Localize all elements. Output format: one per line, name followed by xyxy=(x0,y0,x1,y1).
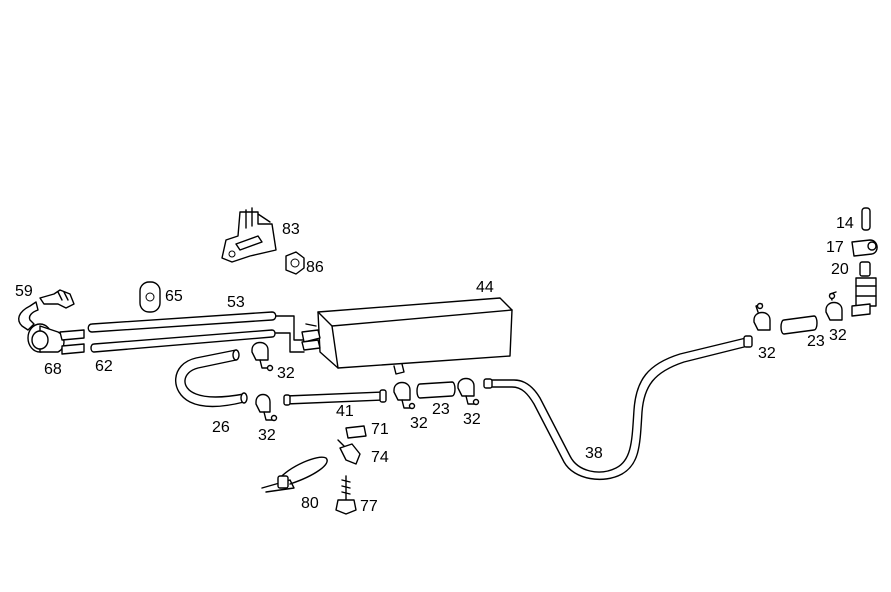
part-23-hose-b xyxy=(780,315,818,335)
part-32-clamp-f xyxy=(825,291,843,321)
part-labels: 14 17 20 23 23 26 32 32 32 32 32 32 38 4… xyxy=(15,215,854,515)
part-77-screw xyxy=(335,475,357,515)
label-44: 44 xyxy=(476,279,494,296)
label-32-a: 32 xyxy=(277,365,295,382)
part-32-clamp-c xyxy=(393,381,416,410)
part-32-clamp-d xyxy=(457,377,480,406)
part-80-cable-tie xyxy=(261,456,328,493)
part-14-pin xyxy=(861,207,871,231)
label-20: 20 xyxy=(831,261,849,278)
part-17-ring xyxy=(851,239,878,257)
label-26: 26 xyxy=(212,419,230,436)
part-41-pipe xyxy=(283,389,387,406)
label-38: 38 xyxy=(585,445,603,462)
label-32-d: 32 xyxy=(463,411,481,428)
part-59-elbow xyxy=(18,301,39,331)
label-32-b: 32 xyxy=(258,427,276,444)
label-23-b: 23 xyxy=(807,333,825,350)
label-65: 65 xyxy=(165,288,183,305)
label-32-e: 32 xyxy=(758,345,776,362)
label-59: 59 xyxy=(15,283,33,300)
part-86-nut xyxy=(285,251,305,275)
label-71: 71 xyxy=(371,421,389,438)
part-44-canister xyxy=(301,297,513,375)
connector-lines xyxy=(275,315,305,353)
label-14: 14 xyxy=(836,215,854,232)
label-32-c: 32 xyxy=(410,415,428,432)
part-65-grommet xyxy=(139,281,161,313)
part-23-hose-a xyxy=(416,381,456,399)
part-32-clamp-e xyxy=(753,302,771,331)
part-53-hose xyxy=(87,311,277,333)
part-68-cap xyxy=(27,323,85,355)
label-68: 68 xyxy=(44,361,62,378)
label-23-a: 23 xyxy=(432,401,450,418)
label-41: 41 xyxy=(336,403,354,420)
label-86: 86 xyxy=(306,259,324,276)
part-32-clamp-a xyxy=(251,341,274,372)
label-53: 53 xyxy=(227,294,245,311)
label-62: 62 xyxy=(95,358,113,375)
part-20-valve xyxy=(851,261,877,317)
part-83-bracket xyxy=(221,207,277,263)
part-32-clamp-b xyxy=(255,393,278,422)
part-71-sleeve xyxy=(345,425,367,439)
label-77: 77 xyxy=(360,498,378,515)
label-17: 17 xyxy=(826,239,844,256)
part-26-hose xyxy=(175,349,248,408)
part-clip-small xyxy=(39,289,75,309)
part-74-clip xyxy=(337,439,361,465)
part-62-hose xyxy=(90,329,276,353)
label-74: 74 xyxy=(371,449,389,466)
label-83: 83 xyxy=(282,221,300,238)
label-80: 80 xyxy=(301,495,319,512)
label-32-f: 32 xyxy=(829,327,847,344)
part-38-pipe xyxy=(483,335,753,481)
